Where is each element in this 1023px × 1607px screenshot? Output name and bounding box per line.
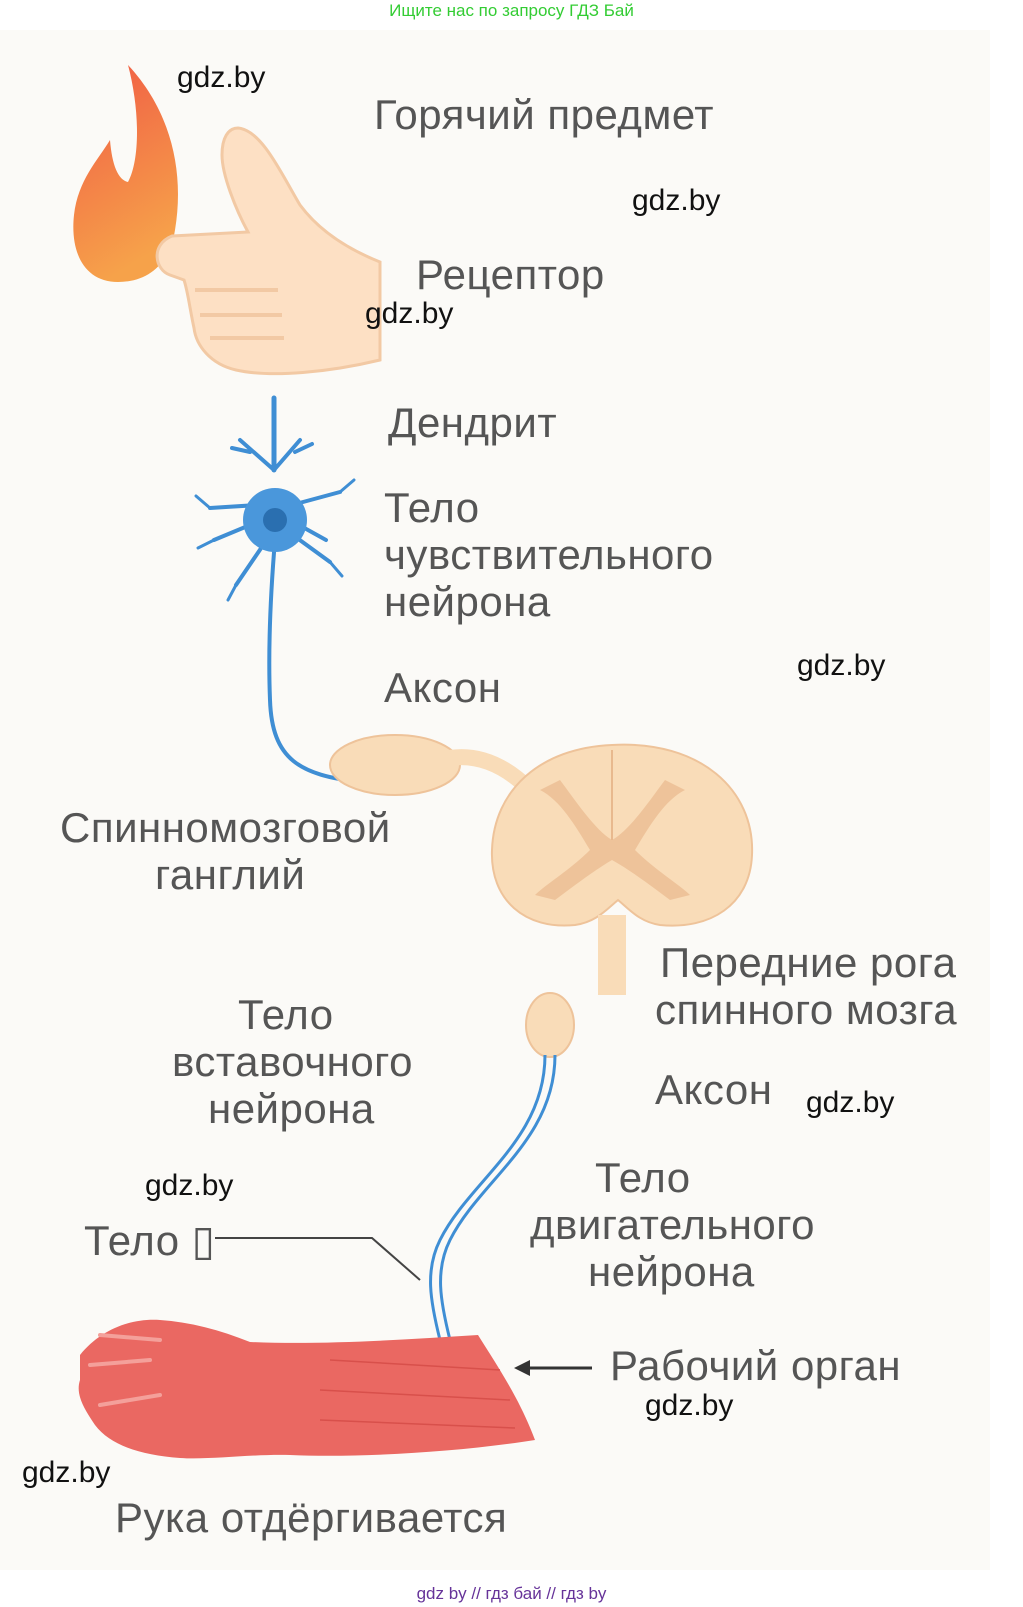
body-callout-line (215, 1237, 421, 1281)
label-effector: Рабочий орган (610, 1342, 902, 1389)
label-axon-top: Аксон (384, 664, 502, 711)
label-interneuron-l1: Тело (238, 991, 334, 1038)
label-body-callout: Тело ▯ (84, 1217, 216, 1264)
spinal-ganglion-icon (329, 734, 461, 796)
label-anterior-horns-l1: Передние рога (660, 939, 957, 986)
label-sensory-body-l3: нейрона (384, 578, 551, 625)
label-motor-body-l3: нейрона (588, 1248, 755, 1295)
label-sensory-body-l1: Тело (384, 484, 480, 531)
label-motor-body-l2: двигательного (530, 1201, 816, 1248)
watermark: gdz.by (365, 297, 454, 330)
label-ganglion-l2: ганглий (155, 851, 306, 898)
watermark: gdz.by (145, 1169, 234, 1202)
sensory-neuron-nucleus (263, 508, 287, 532)
watermark: gdz.by (632, 184, 721, 217)
label-result: Рука отдёргивается (115, 1494, 508, 1541)
label-interneuron-l3: нейрона (208, 1085, 375, 1132)
label-interneuron-l2: вставочного (172, 1038, 413, 1085)
footer-banner: gdz by // гдз бай // гдз by (416, 1584, 607, 1603)
hand-icon (155, 126, 382, 376)
flame-icon (73, 65, 178, 282)
label-sensory-body-l2: чувствительного (384, 531, 714, 578)
watermark: gdz.by (645, 1389, 734, 1422)
interneuron-body-icon (525, 992, 575, 1058)
watermark: gdz.by (797, 649, 886, 682)
label-axon-bottom: Аксон (655, 1066, 773, 1113)
label-dendrite: Дендрит (388, 399, 558, 446)
label-receptor: Рецептор (416, 251, 605, 298)
arm-icon (78, 1319, 535, 1459)
label-anterior-horns-l2: спинного мозга (655, 986, 958, 1033)
watermark: gdz.by (22, 1456, 111, 1489)
spinal-cord-icon (490, 743, 754, 995)
label-motor-body-l1: Тело (595, 1154, 691, 1201)
watermark: gdz.by (177, 61, 266, 94)
header-banner: Ищите нас по запросу ГДЗ Бай (389, 1, 634, 20)
label-ganglion-l1: Спинномозговой (60, 804, 391, 851)
watermark: gdz.by (806, 1086, 895, 1119)
diagram-panel (0, 30, 990, 1570)
label-hot-object: Горячий предмет (374, 91, 715, 138)
effector-arrow-icon (514, 1360, 592, 1376)
motor-axon-icon (429, 1054, 557, 1341)
